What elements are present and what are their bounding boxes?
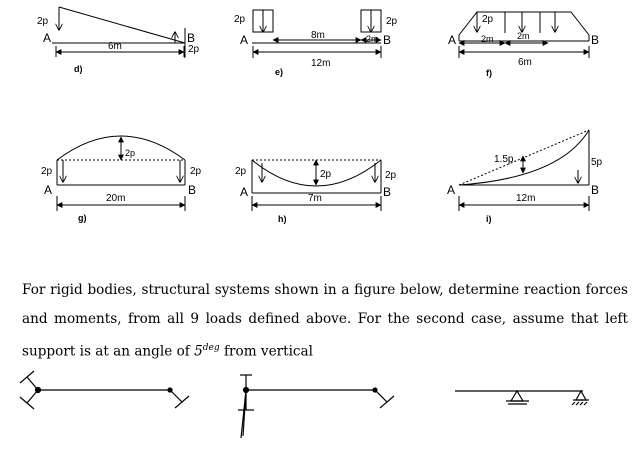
caption-f: f) (486, 68, 492, 78)
triangular-load-d (58, 6, 186, 44)
label-h-sag: 2p (320, 169, 332, 180)
figure-d (52, 6, 186, 58)
label-d-load-left: 2p (37, 16, 49, 27)
trapezoid-load-f (458, 11, 590, 36)
triangular-load-i (458, 129, 590, 186)
label-f-span-total: 6m (518, 57, 532, 68)
label-e-span-total: 12m (311, 58, 330, 69)
label-i-end: 5p (591, 157, 603, 168)
figure-i (458, 129, 590, 211)
figure-e (252, 9, 382, 58)
support-strut-right-system-1 (169, 389, 183, 403)
label-e-load-right: 2p (386, 16, 398, 27)
system-1 (19, 370, 190, 410)
label-f-load: 2p (482, 14, 494, 25)
label-i-span: 12m (516, 193, 535, 204)
support-strut-upper-system-1 (26, 376, 39, 391)
label-d-node-b: B (187, 31, 195, 45)
label-g-peak: 2p (125, 148, 135, 158)
problem-text-end: from vertical (219, 343, 314, 360)
parabolic-load-i (458, 129, 590, 186)
label-h-span: 7m (308, 193, 322, 204)
label-h-load-left: 2p (235, 166, 247, 177)
roller-support-system-3 (509, 389, 525, 402)
label-e-node-a: A (240, 33, 248, 47)
label-g-node-b: B (188, 183, 196, 197)
figure-f (458, 11, 590, 58)
label-e-load-left: 2p (234, 14, 246, 25)
system-3 (455, 389, 589, 406)
caption-e: e) (275, 67, 283, 77)
label-e-span-right: 2m (366, 34, 379, 44)
support-strut-lower-system-1 (26, 389, 39, 404)
label-i-mid: 1.5p (494, 154, 514, 165)
caption-d: d) (74, 64, 83, 74)
pin-support-system-3 (574, 389, 588, 401)
label-g-load-left: 2p (41, 166, 53, 177)
label-d-load-right: 2p (188, 44, 200, 55)
label-h-node-a: A (240, 185, 248, 199)
caption-h: h) (278, 214, 287, 224)
support-strut-right-system-2 (374, 389, 388, 403)
parabolic-sag-h (251, 159, 382, 187)
label-h-load-right: 2p (385, 170, 397, 181)
problem-text-main: For rigid bodies, structural systems sho… (22, 282, 628, 360)
figure-g (56, 135, 186, 211)
caption-i: i) (486, 214, 492, 224)
label-f-node-b: B (591, 33, 599, 47)
angle-value: 5 (194, 343, 203, 360)
label-e-node-b: B (383, 33, 391, 47)
label-e-span-inner: 8m (311, 30, 325, 41)
caption-g: g) (78, 213, 87, 223)
label-d-span: 6m (108, 41, 122, 52)
parabolic-load-g (56, 135, 186, 161)
system-2 (238, 374, 395, 439)
figure-h (251, 159, 382, 211)
label-g-load-right: 2p (190, 166, 202, 177)
label-g-node-a: A (44, 183, 52, 197)
label-d-node-a: A (43, 31, 51, 45)
label-f-node-a: A (448, 33, 456, 47)
problem-statement: For rigid bodies, structural systems sho… (22, 276, 628, 367)
label-f-span-right: 2m (517, 31, 530, 41)
angle-unit: deg (202, 343, 220, 353)
label-g-span: 20m (106, 193, 125, 204)
label-f-span-left: 2m (481, 34, 494, 44)
label-i-node-b: B (591, 183, 599, 197)
label-i-node-a: A (447, 183, 455, 197)
label-h-node-b: B (383, 185, 391, 199)
